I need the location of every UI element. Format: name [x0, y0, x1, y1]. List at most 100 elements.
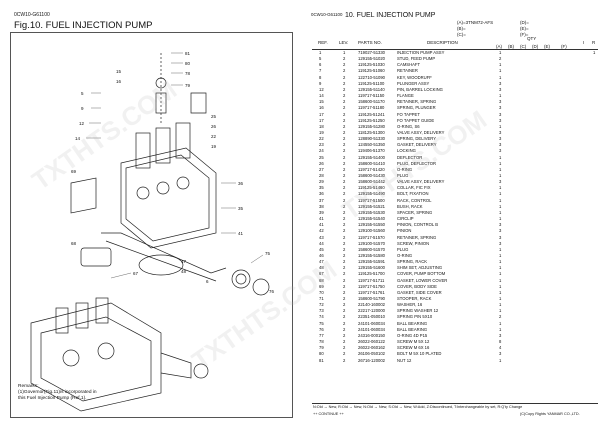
- qty-col-a: (A): [496, 44, 502, 49]
- ref-cell: 71: [319, 296, 324, 301]
- callout-label: 16: [116, 79, 122, 84]
- description-cell: RETAINER: [397, 68, 418, 74]
- description-cell: CAMSHAFT: [397, 62, 421, 68]
- ref-cell: 77: [319, 332, 324, 338]
- lev-cell: 2: [343, 296, 346, 301]
- qty-cell: 3: [499, 222, 502, 228]
- part-number-cell: 119125-51100: [358, 80, 385, 86]
- qty-cell: 8: [499, 339, 502, 345]
- part-number-cell: 24316-000150: [358, 332, 386, 338]
- part-number-cell: 129155-51521: [358, 203, 386, 209]
- ref-cell: 69: [319, 283, 324, 289]
- callout-label: 26: [211, 124, 217, 129]
- qty-cell: 1: [499, 302, 502, 308]
- ref-cell: 27: [319, 166, 324, 172]
- qty-cell: 1: [499, 216, 502, 222]
- part-number-cell: 158600-51570: [358, 246, 386, 252]
- part-number-cell: 129100-51570: [358, 240, 386, 246]
- col-ref: REF.: [318, 40, 328, 45]
- part-number-cell: 119125-51250: [358, 117, 385, 123]
- lev-cell: 2: [343, 148, 346, 154]
- lev-cell: 1: [343, 50, 346, 55]
- description-cell: BOLT, FIXATION: [397, 191, 429, 197]
- qty-cell: 3: [499, 99, 502, 105]
- description-cell: BALL BEARING: [397, 326, 428, 332]
- part-number-cell: 719027-51330: [358, 50, 386, 55]
- qty-cell: 3: [499, 142, 502, 148]
- description-cell: O-RING, S6: [397, 123, 420, 129]
- right-page-code: 0CW10-G61100: [311, 12, 343, 17]
- ref-cell: 19: [319, 129, 324, 135]
- model-d: (D)=: [520, 20, 529, 25]
- qty-cell: 3: [499, 332, 502, 338]
- lev-cell: 2: [343, 339, 346, 345]
- qty-cell: 1: [499, 259, 502, 265]
- qty-cell: 3: [499, 228, 502, 234]
- lev-cell: 2: [343, 314, 346, 320]
- header-divider: [312, 49, 598, 50]
- description-cell: RETAINER, SPRING: [397, 99, 437, 105]
- ref-cell: 17: [319, 117, 324, 123]
- col-parts-no: PARTS NO.: [358, 40, 382, 45]
- description-cell: WASHER, 16: [397, 302, 423, 308]
- lev-cell: 2: [343, 154, 346, 160]
- description-cell: KEY, WOODRUFF: [397, 74, 432, 80]
- part-number-cell: 129155-51280: [358, 123, 386, 129]
- lev-cell: 2: [343, 93, 346, 99]
- part-number-cell: 26106-050102: [358, 351, 386, 357]
- callout-label: 67: [133, 271, 139, 276]
- ref-cell: 1: [319, 50, 322, 55]
- description-cell: PLUG: [397, 173, 409, 178]
- remarks-heading: Remarks:: [18, 384, 39, 389]
- right-page-title: 10. FUEL INJECTION PUMP: [345, 12, 436, 19]
- callout-label: 9: [81, 106, 84, 111]
- qty-cell: 1: [499, 160, 502, 166]
- qty-cell: 1: [499, 74, 502, 80]
- qty-cell: 3: [499, 136, 502, 142]
- lev-cell: 2: [343, 326, 346, 332]
- description-cell: GASKET, LOWER COVER: [397, 277, 448, 283]
- part-number-cell: 158600-51442: [358, 179, 386, 185]
- col-lev: LEV.: [339, 40, 349, 45]
- ref-cell: 6: [319, 62, 322, 68]
- qty-cell: 3: [499, 129, 502, 135]
- ref-cell: 9: [319, 80, 322, 86]
- description-cell: PINION, CONTROL B: [397, 222, 439, 228]
- callout-label: 78: [185, 71, 191, 76]
- callout-label: 19: [211, 144, 217, 149]
- part-number-cell: 119125-51060: [358, 68, 385, 74]
- lev-cell: 2: [343, 308, 346, 314]
- ref-cell: 81: [319, 357, 324, 363]
- part-number-cell: 119125-51460: [358, 185, 385, 191]
- part-number-cell: 119125-51241: [358, 111, 385, 117]
- part-number-cell: 129155-51550: [358, 222, 386, 228]
- lev-cell: 2: [343, 216, 346, 222]
- left-page-title: Fig.10. FUEL INJECTION PUMP: [14, 20, 153, 31]
- ref-cell: 28: [319, 173, 324, 178]
- callout-label: 47: [181, 259, 187, 264]
- callout-label: 79: [185, 83, 191, 88]
- qty-cell: 1: [499, 173, 502, 178]
- model-a: (A)=3TNM72-AFS: [457, 20, 494, 25]
- ref-cell: 37: [319, 197, 324, 203]
- qty-cell: 3: [499, 240, 502, 246]
- r-cell: 1: [593, 50, 596, 55]
- qty-cell: 2: [499, 314, 502, 320]
- description-cell: VALVE ASSY, DELIVERY: [397, 129, 445, 135]
